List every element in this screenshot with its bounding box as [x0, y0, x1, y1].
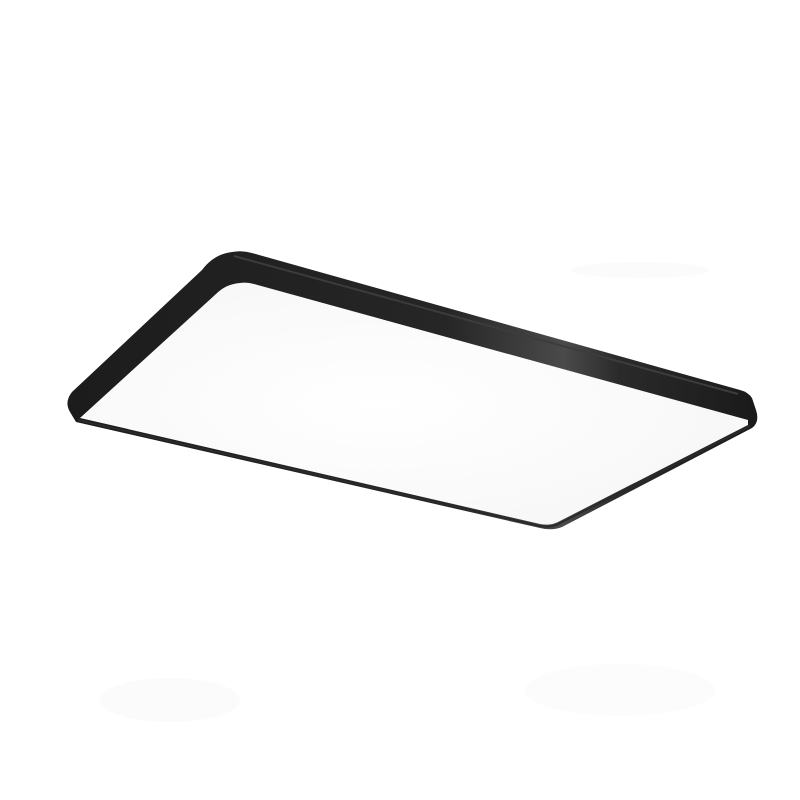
light-diffuser [80, 282, 748, 525]
background-reflections [100, 262, 715, 722]
frame-top-rim [233, 255, 739, 395]
diffuser-edge [77, 419, 751, 528]
